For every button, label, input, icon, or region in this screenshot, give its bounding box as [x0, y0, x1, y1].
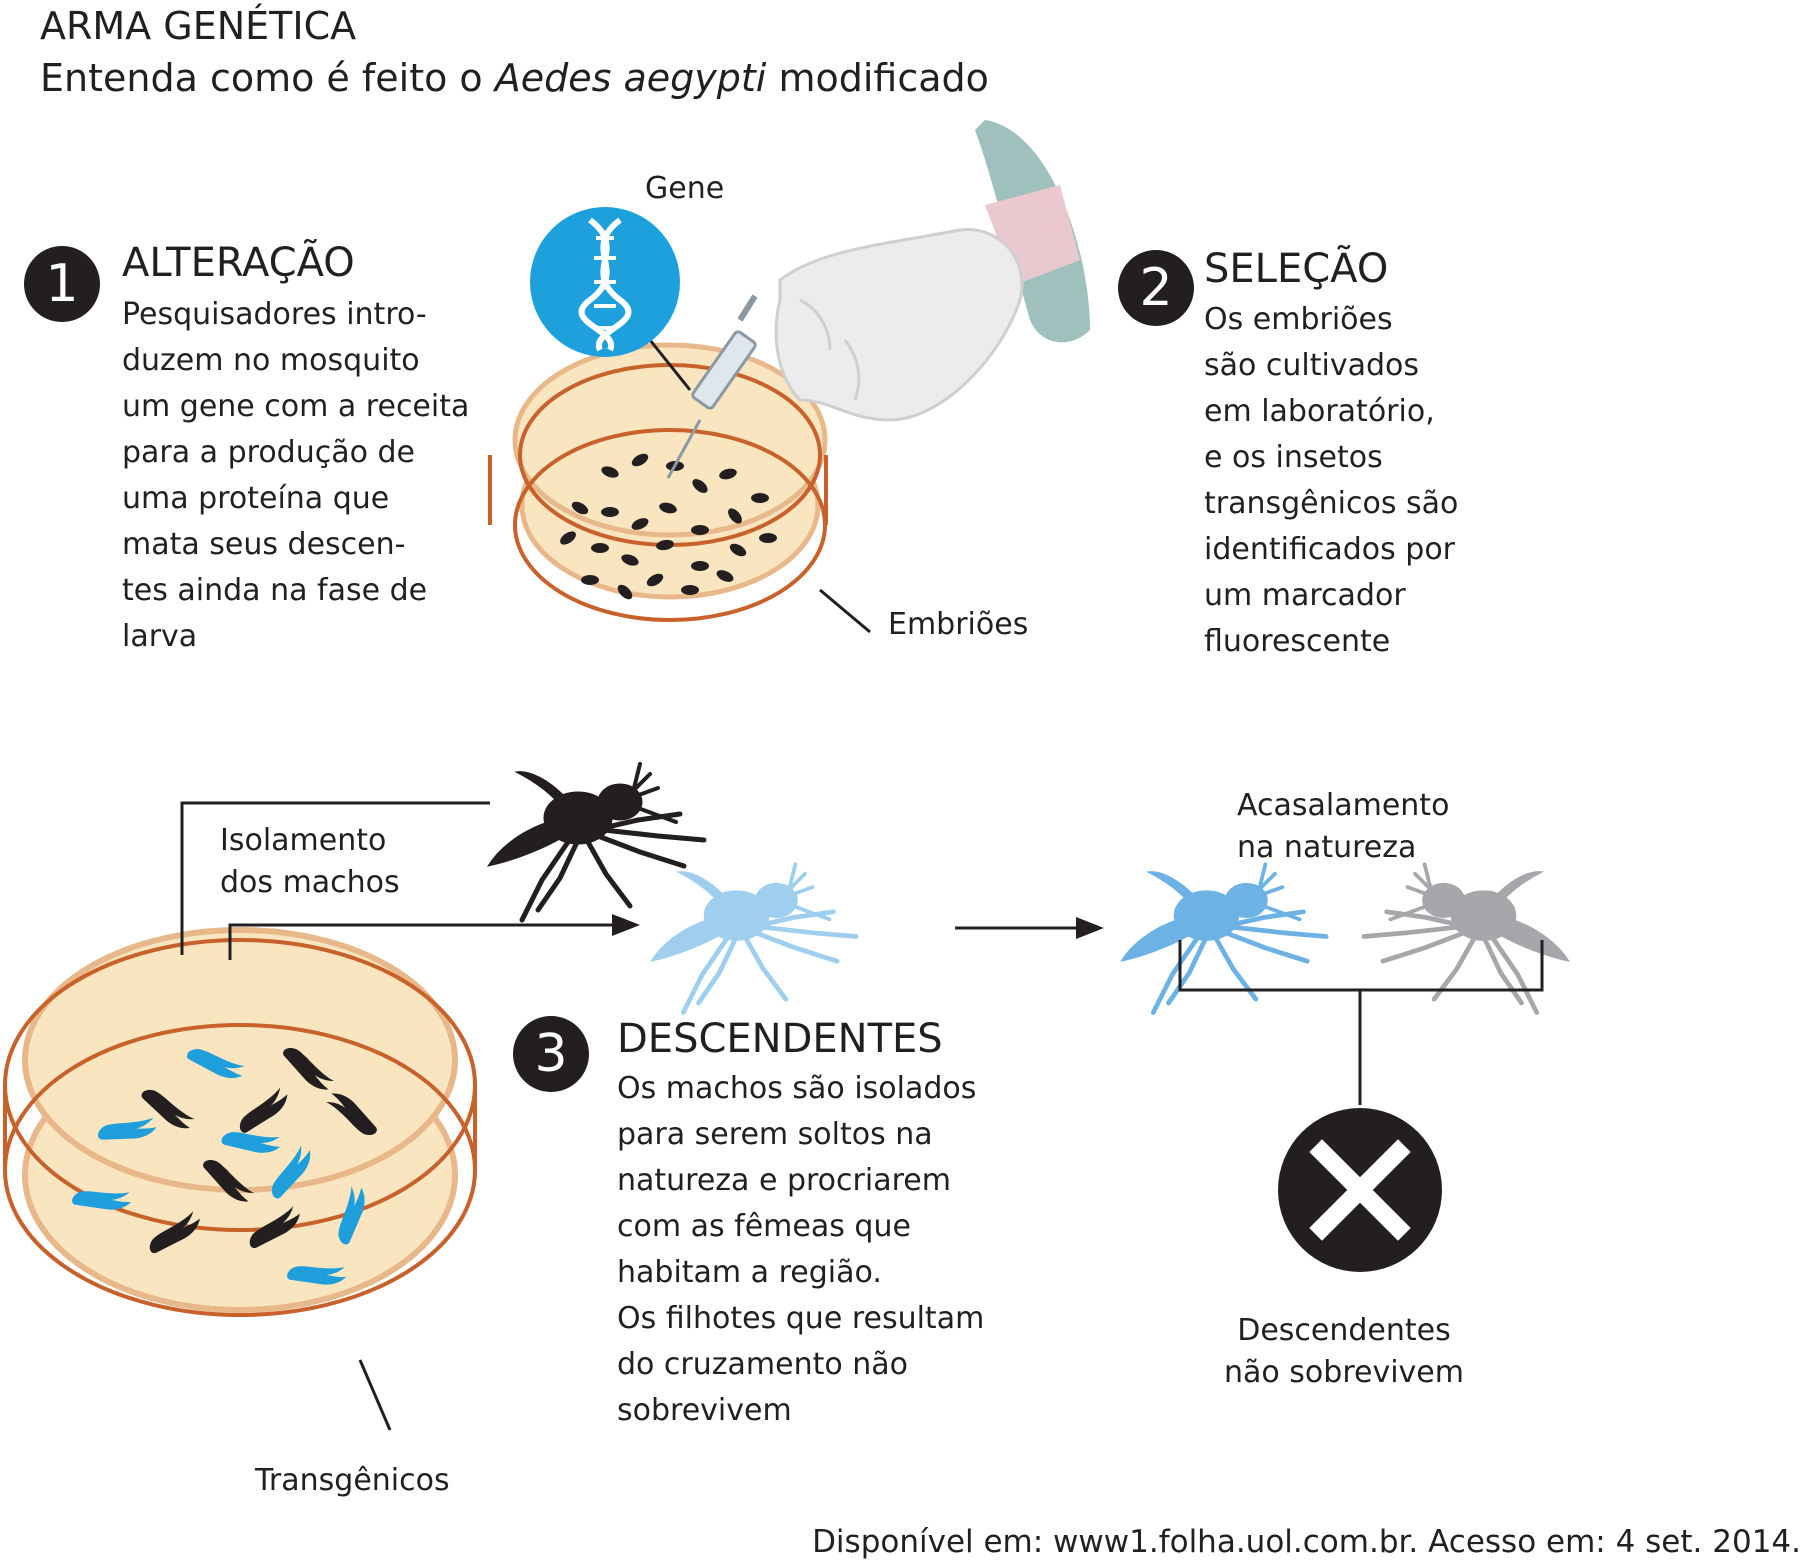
embryos-label: Embriões [888, 607, 1029, 642]
dna-icon [530, 207, 680, 357]
step-2-badge: 2 [1118, 250, 1194, 326]
offspring-label: Descendentes não sobrevivem [1224, 1313, 1464, 1390]
transgenic-pointer-line [358, 1359, 392, 1431]
subtitle-prefix: Entenda como é feito o [40, 56, 495, 100]
mosquito-male-icon [651, 864, 856, 1012]
step-2-heading: SELEÇÃO [1204, 246, 1389, 292]
dish-rim-top [512, 342, 828, 538]
gene-pointer-line [648, 339, 692, 391]
step-3-badge: 3 [513, 1016, 589, 1092]
step-3-text: Os machos são isolados para serem soltos… [617, 1071, 985, 1428]
petri-dish-transgenic [3, 927, 477, 1317]
petri-dish-embryos [488, 342, 828, 622]
release-arrowhead [612, 914, 640, 936]
source-credit: Disponível em: www1.folha.uol.com.br. Ac… [812, 1524, 1801, 1560]
species-name: Aedes aegypti [494, 56, 767, 100]
mating-label: Acasalamento na natureza [1237, 788, 1450, 865]
step-1-badge: 1 [24, 246, 100, 322]
embryos-pointer-line [819, 588, 871, 634]
step-2-text: Os embriões são cultivados em laboratóri… [1204, 302, 1459, 659]
release-connector [228, 923, 615, 960]
page-title: ARMA GENÉTICA [40, 4, 357, 48]
gene-label: Gene [645, 171, 725, 206]
isolation-label: Isolamento dos machos [220, 823, 400, 900]
isolation-connector [180, 801, 490, 955]
page-subtitle: Entenda como é feito o Aedes aegypti mod… [40, 54, 989, 102]
step-3-heading: DESCENDENTES [617, 1016, 943, 1062]
syringe-icon [666, 294, 758, 479]
step-1-text: Pesquisadores intro- duzem no mosquito u… [122, 297, 470, 654]
subtitle-suffix: modificado [766, 56, 989, 100]
transgenic-label: Transgênicos [255, 1463, 450, 1498]
mating-arrowhead [1076, 917, 1104, 939]
step-1-heading: ALTERAÇÃO [122, 240, 355, 286]
mosquito-black-icon [488, 764, 704, 920]
cross-icon [1278, 1108, 1442, 1272]
gloved-hand-icon [774, 120, 1090, 422]
